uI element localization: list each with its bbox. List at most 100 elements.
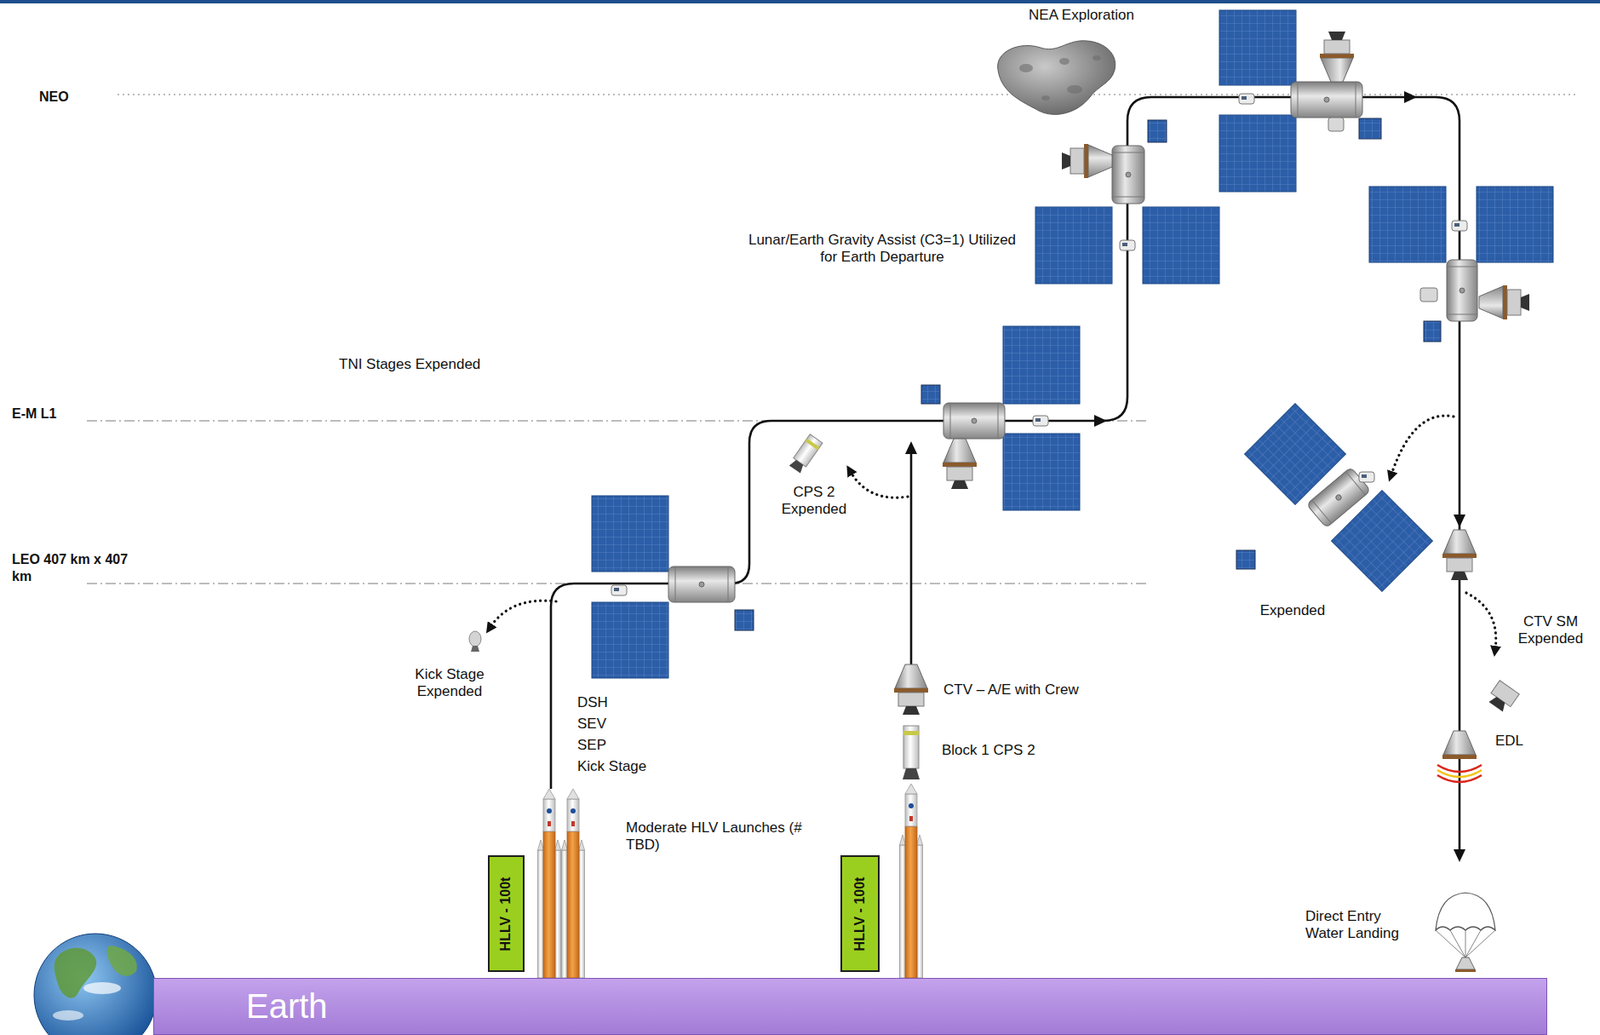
cps2-band [805, 438, 821, 451]
trajectory-line [550, 97, 1460, 852]
capsule-cone [894, 664, 928, 689]
crew-capsule [1061, 143, 1113, 178]
solar-array [1142, 206, 1220, 284]
payload-item: DSH [577, 693, 608, 712]
heat-shield [942, 462, 977, 467]
space-exploration-vehicle [1032, 415, 1049, 426]
sep-unit [1420, 287, 1438, 302]
jettison-arrow [1391, 415, 1454, 475]
landing-capsule [1456, 957, 1475, 970]
vehicle-window [1241, 96, 1247, 100]
service-module [898, 692, 924, 706]
arrow-head [1453, 848, 1466, 862]
vehicle-window [1361, 474, 1367, 478]
payload-item: Kick Stage [577, 757, 647, 775]
service-module [1507, 289, 1521, 316]
module-hatch [1459, 287, 1465, 293]
engine-nozzle [1450, 571, 1469, 580]
vehicle-window [1454, 223, 1460, 227]
module-hull [943, 402, 1005, 439]
globe-cloud [83, 981, 121, 994]
capsule-cone [1320, 57, 1354, 82]
engine-nozzle [1061, 152, 1071, 170]
small-solar-panel [921, 384, 941, 404]
orbit-level-label: LEO 407 km x 407 km [11, 550, 140, 585]
module-hull [668, 566, 735, 603]
upper-stage [543, 798, 556, 832]
rocket-nose [543, 788, 556, 799]
jettison-arrow [850, 471, 908, 498]
module-hatch [1125, 172, 1131, 178]
module-ring [1355, 81, 1357, 118]
asteroid [997, 40, 1116, 115]
booster [900, 844, 907, 978]
staging-note: Kick Stage Expended [402, 665, 497, 700]
crew-capsule [1442, 529, 1477, 580]
asteroid-crater [1041, 95, 1050, 101]
service-module-expended [1485, 680, 1520, 714]
heat-shield [894, 688, 929, 693]
parachute-line [1435, 929, 1466, 958]
jettison-arrow [490, 600, 557, 627]
booster-nose [538, 839, 545, 850]
agency-logo [908, 802, 914, 809]
crew-capsule [1442, 730, 1477, 759]
payload-label: Block 1 CPS 2 [941, 741, 1036, 759]
solar-array [591, 602, 669, 678]
space-exploration-vehicle [611, 584, 627, 596]
module-ring [997, 402, 999, 439]
asteroid-crater [1059, 57, 1070, 65]
booster-nose [555, 839, 562, 850]
habitat-module [1112, 145, 1145, 204]
earth-globe [34, 933, 157, 1035]
booster-nose [562, 839, 568, 850]
jettison-arrow [1466, 592, 1497, 649]
launch-note: Moderate HLV Launches (# TBD) [625, 819, 805, 854]
arrow-head [1094, 414, 1107, 427]
module-hull [1290, 81, 1363, 118]
small-solar-panel [1423, 321, 1441, 342]
orbit-level-label: NEO [39, 88, 69, 106]
arrow-head [905, 441, 918, 454]
booster-nose [900, 834, 907, 845]
globe-cloud [52, 1009, 84, 1021]
vehicle-class-text: HLLV - 100t [852, 876, 868, 951]
heat-shield [1083, 143, 1089, 178]
service-module [1324, 40, 1350, 54]
payload-label: CTV – A/E with Crew [943, 681, 1079, 699]
small-solar-panel [1147, 120, 1167, 143]
asteroid-crater [1066, 85, 1083, 94]
asteroid-crater [1092, 55, 1102, 61]
phase-label: EDL [1495, 732, 1524, 750]
capsule-cone [1443, 529, 1476, 554]
parachute-line [1465, 929, 1481, 958]
arrow-head [1453, 514, 1466, 528]
upper-stage [567, 798, 580, 832]
habitat-module [1446, 259, 1478, 322]
module-ring [1312, 499, 1332, 524]
kick-stage [469, 630, 482, 647]
vehicle-class-box: HLLV - 100t [487, 854, 525, 972]
cps2-expended [788, 434, 823, 474]
cps2-stage [903, 725, 919, 769]
solar-array [1476, 186, 1554, 263]
module-hatch [971, 418, 977, 424]
payload-item: SEP [577, 736, 607, 754]
staging-note: TNI Stages Expended [338, 355, 481, 373]
vehicle-class-box: HLLV - 100t [840, 854, 880, 972]
maneuver-note: Lunar/Earth Gravity Assist (C3=1) Utiliz… [745, 231, 1019, 266]
habitat-module [668, 566, 735, 603]
staging-note: Expended [1260, 602, 1326, 620]
stage-mark [909, 815, 913, 821]
parachute-line [1465, 929, 1467, 958]
module-ring [1446, 314, 1478, 316]
capsule-cone [943, 438, 976, 463]
entry-heat-arc [1437, 764, 1482, 772]
landing-heat-shield [1455, 969, 1476, 972]
heavy-lift-rocket [538, 788, 562, 978]
crew-ascent-line [910, 451, 913, 665]
module-hatch [1335, 493, 1342, 501]
capsule-cone [1479, 286, 1503, 319]
crew-capsule [942, 438, 977, 489]
